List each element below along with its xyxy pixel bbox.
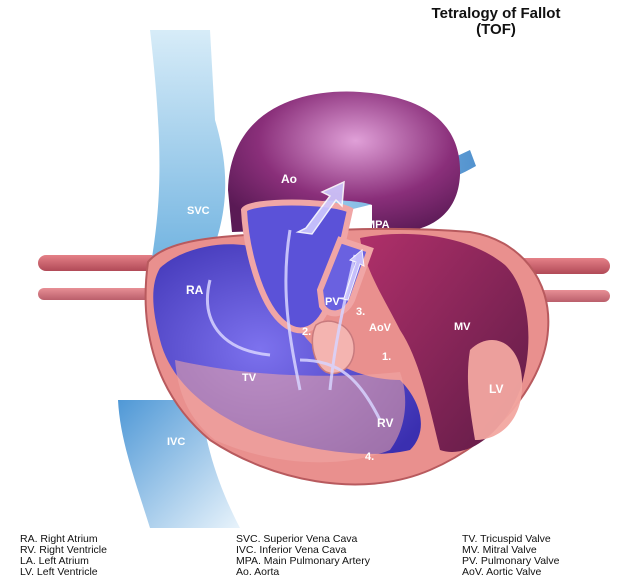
label-mpa: MPA: [366, 219, 390, 231]
legend-item: AoV. Aortic Valve: [462, 567, 559, 578]
legend-column-3: TV. Tricuspid Valve MV. Mitral Valve PV.…: [462, 534, 559, 578]
right-ventricle-wall: [175, 360, 405, 462]
label-ivc: IVC: [167, 436, 185, 448]
label-num1: 1.: [382, 351, 391, 363]
legend-item: Ao. Aorta: [236, 567, 370, 578]
label-ra: RA: [186, 283, 204, 297]
label-mv: MV: [454, 321, 471, 333]
label-ao: Ao: [281, 172, 297, 186]
label-svc: SVC: [187, 205, 210, 217]
legend-item: LV. Left Ventricle: [20, 567, 107, 578]
svc-vessel: [150, 30, 225, 270]
label-rv: RV: [377, 416, 393, 430]
label-num2: 2.: [302, 326, 311, 338]
label-num4: 4.: [365, 451, 374, 463]
label-lv: LV: [489, 382, 503, 396]
label-tv: TV: [242, 372, 257, 384]
heart-illustration: Ao SVC MPA RA PV 3. AoV 2. MV 1. TV LV R…: [0, 0, 632, 530]
label-aov: AoV: [369, 322, 392, 334]
legend-column-1: RA. Right Atrium RV. Right Ventricle LA.…: [20, 534, 107, 578]
legend: RA. Right Atrium RV. Right Ventricle LA.…: [0, 534, 632, 584]
label-num3: 3.: [356, 306, 365, 318]
legend-column-2: SVC. Superior Vena Cava IVC. Inferior Ve…: [236, 534, 370, 578]
label-pv: PV: [325, 296, 340, 308]
